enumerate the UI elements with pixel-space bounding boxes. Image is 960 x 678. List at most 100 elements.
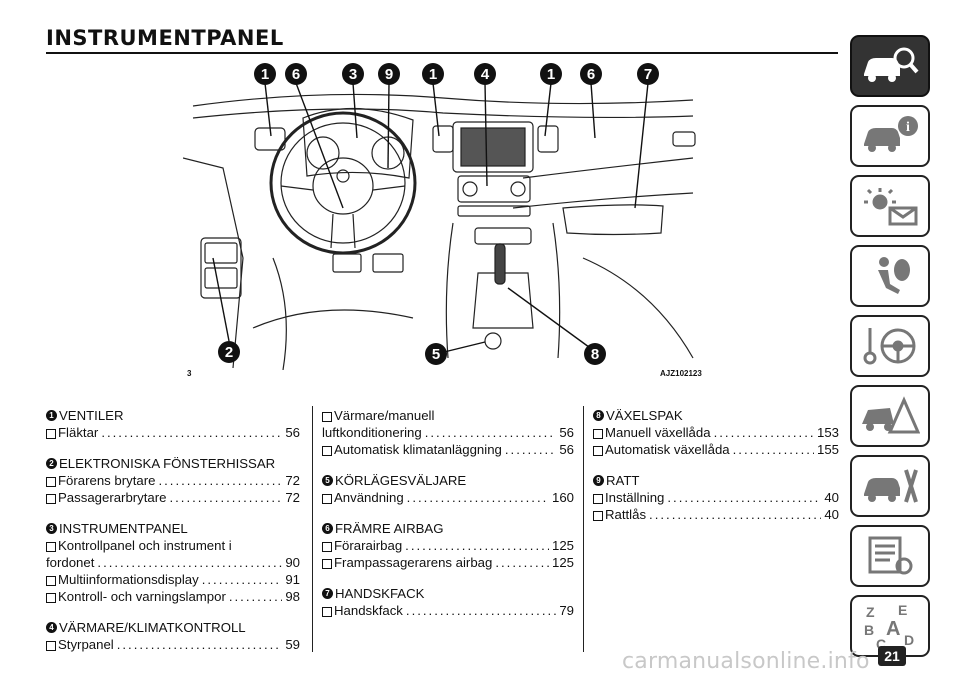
seat-airbag-icon	[878, 257, 910, 294]
dashboard-illustration: 1 6 3 9 1 4 1 6 7 2 5 8	[183, 63, 696, 370]
tab-car-tools[interactable]	[850, 455, 930, 517]
index-entry[interactable]: Förarens brytare72	[46, 472, 300, 489]
section-title: RATT	[606, 473, 640, 488]
tab-warning-lights[interactable]	[850, 175, 930, 237]
book-ref-icon	[46, 576, 56, 586]
index-entry[interactable]: Användning160	[322, 489, 574, 506]
callout-5-drive-mode: 5	[425, 343, 447, 365]
callout-4-climate: 4	[474, 63, 496, 85]
section-number-badge: 8	[593, 410, 604, 421]
page-title: INSTRUMENTPANEL	[46, 26, 284, 50]
index-entry[interactable]: Styrpanel59	[46, 636, 300, 653]
title-rule	[46, 52, 838, 54]
index-entry[interactable]: Manuell växellåda153	[593, 424, 839, 441]
index-entry[interactable]: Automatisk växellåda155	[593, 441, 839, 458]
index-entry[interactable]: Frampassagerarens airbag125	[322, 554, 574, 571]
section-title: INSTRUMENTPANEL	[59, 521, 188, 536]
callout-6-passenger-airbag: 6	[580, 63, 602, 85]
tab-seat-airbag[interactable]	[850, 245, 930, 307]
section-number-badge: 4	[46, 622, 57, 633]
book-ref-icon	[322, 607, 332, 617]
section-title: VÄXELSPAK	[606, 408, 683, 423]
svg-text:B: B	[864, 622, 874, 638]
book-ref-icon	[593, 446, 603, 456]
svg-text:9: 9	[385, 66, 393, 83]
svg-text:Z: Z	[866, 604, 875, 620]
section-number-badge: 9	[593, 475, 604, 486]
index-entry[interactable]: Rattlås40	[593, 506, 839, 523]
key-steering-icon	[863, 328, 916, 365]
svg-text:6: 6	[292, 66, 300, 83]
svg-text:A: A	[886, 618, 900, 640]
car-info-icon: i	[864, 116, 918, 152]
book-ref-icon	[46, 641, 56, 651]
index-entry[interactable]: Fläktar56	[46, 424, 300, 441]
callout-3-cluster: 3	[342, 63, 364, 85]
callout-1-center-vent-right: 1	[540, 63, 562, 85]
index-entry[interactable]: Automatisk klimatanläggning56	[322, 441, 574, 458]
tab-accident-warning[interactable]	[850, 385, 930, 447]
book-ref-icon	[593, 511, 603, 521]
svg-text:7: 7	[644, 66, 652, 83]
svg-text:i: i	[906, 120, 910, 135]
svg-text:6: 6	[587, 66, 595, 83]
svg-text:4: 4	[481, 66, 490, 83]
warning-lights-icon	[864, 188, 918, 226]
tab-specifications[interactable]	[850, 525, 930, 587]
index-entry[interactable]: Kontroll- och varningslampor98	[46, 588, 300, 605]
tab-car-info[interactable]: i	[850, 105, 930, 167]
index-entry[interactable]: Värmare/manuell luftkonditionering56	[322, 407, 574, 441]
book-ref-icon	[46, 542, 56, 552]
book-ref-icon	[322, 559, 332, 569]
callout-9-steering: 9	[378, 63, 400, 85]
callout-6-driver-airbag: 6	[285, 63, 307, 85]
book-ref-icon	[322, 446, 332, 456]
tab-car-search[interactable]	[850, 35, 930, 97]
index-entry[interactable]: Kontrollpanel och instrument i fordonet9…	[46, 537, 300, 571]
figure-code: AJZ102123	[660, 369, 702, 378]
section-number-badge: 1	[46, 410, 57, 421]
index-entry[interactable]: Handskfack79	[322, 602, 574, 619]
svg-text:5: 5	[432, 346, 440, 363]
index-entry[interactable]: Förarairbag125	[322, 537, 574, 554]
column-divider	[312, 406, 313, 652]
watermark: carmanualsonline.info	[622, 649, 870, 674]
section-title: VÄRMARE/KLIMATKONTROLL	[59, 620, 246, 635]
svg-text:3: 3	[349, 66, 357, 83]
tab-key-steering[interactable]	[850, 315, 930, 377]
callout-1-left-vent: 1	[254, 63, 276, 85]
svg-text:8: 8	[591, 346, 599, 363]
section-title: VENTILER	[59, 408, 124, 423]
svg-text:2: 2	[225, 344, 233, 361]
section-number-badge: 2	[46, 458, 57, 469]
section-number-badge: 5	[322, 475, 333, 486]
section-title: ELEKTRONISKA FÖNSTERHISSAR	[59, 456, 276, 471]
section-number-badge: 3	[46, 523, 57, 534]
legend-column-2: Värmare/manuell luftkonditionering56 Aut…	[322, 407, 574, 633]
page-number: 21	[878, 646, 906, 666]
book-ref-icon	[593, 494, 603, 504]
book-ref-icon	[322, 542, 332, 552]
book-ref-icon	[322, 412, 332, 422]
figure-number: 3	[187, 369, 192, 378]
car-tools-icon	[864, 469, 918, 503]
svg-text:D: D	[904, 632, 914, 648]
index-entry[interactable]: Passagerarbrytare72	[46, 489, 300, 506]
index-entry[interactable]: Inställning40	[593, 489, 839, 506]
callout-8-gear-lever: 8	[584, 343, 606, 365]
callout-1-center-vent-left: 1	[422, 63, 444, 85]
index-entry[interactable]: Multiinformationsdisplay91	[46, 571, 300, 588]
book-ref-icon	[46, 477, 56, 487]
book-ref-icon	[322, 494, 332, 504]
